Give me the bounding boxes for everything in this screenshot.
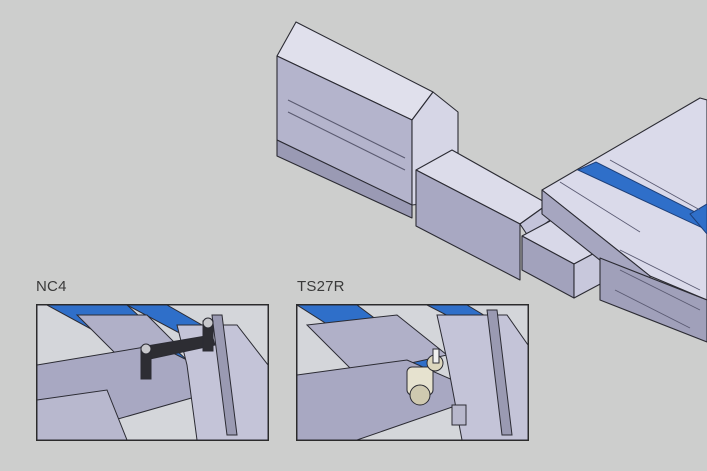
base-side [599, 257, 707, 343]
inset-label-nc4: NC4 [36, 278, 67, 295]
inset-nc4 [36, 304, 269, 441]
ts27r-probe [406, 348, 444, 406]
housing-lower-front [276, 139, 413, 219]
middle-block-front [415, 169, 521, 281]
inset-ts27r [296, 304, 529, 441]
inset-nc4-render [37, 305, 268, 440]
inset-ts27r-render [297, 305, 528, 440]
inset-label-ts27r: TS27R [297, 278, 345, 295]
guide-rail-1 [576, 161, 707, 231]
